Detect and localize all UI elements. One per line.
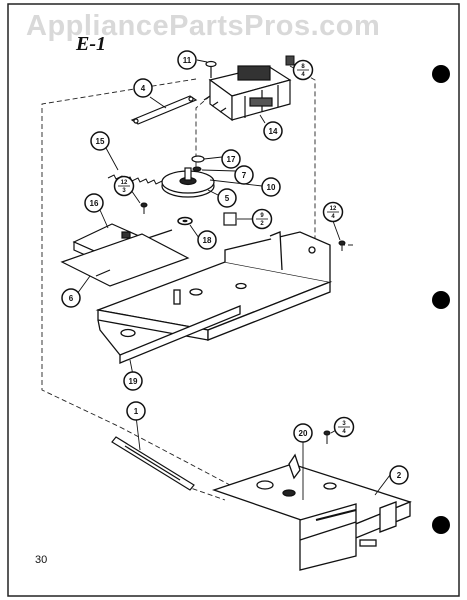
section-label: E-1: [76, 33, 106, 55]
relay-part: [203, 65, 292, 122]
svg-text:1: 1: [134, 407, 139, 416]
callout-11: 11: [177, 50, 197, 70]
callout-17: 17: [221, 149, 241, 169]
svg-text:5: 5: [225, 194, 230, 203]
callout-1: 1: [126, 401, 146, 421]
cam-wheel-5: [161, 167, 215, 198]
lower-bracket-2: [211, 453, 412, 571]
svg-text:8: 8: [301, 64, 305, 70]
shaft-1: [111, 436, 195, 491]
svg-text:16: 16: [90, 199, 99, 208]
svg-text:3: 3: [342, 421, 346, 427]
page-number: 30: [35, 554, 48, 566]
callout-20: 20: [293, 423, 313, 443]
screw-11: [205, 60, 217, 78]
callout-5: 5: [217, 188, 237, 208]
callout-16: 16: [84, 193, 104, 213]
callout-15: 15: [90, 131, 110, 151]
svg-text:4: 4: [342, 429, 346, 435]
binder-hole-middle: [432, 291, 450, 309]
callout-3-4: 3 4: [333, 416, 355, 438]
svg-text:19: 19: [129, 377, 138, 386]
page-frame: [7, 3, 460, 597]
bracket-6: [60, 233, 190, 287]
svg-text:4: 4: [301, 72, 305, 78]
watermark: AppliancePartsPros.com: [26, 10, 381, 42]
svg-text:12: 12: [330, 206, 337, 212]
svg-text:6: 6: [69, 294, 74, 303]
screw-3-4: [323, 430, 331, 444]
clip-part: [285, 55, 295, 66]
svg-text:15: 15: [96, 137, 105, 146]
callout-10: 10: [261, 177, 281, 197]
callout-14: 14: [263, 121, 283, 141]
svg-text:4: 4: [141, 84, 146, 93]
svg-text:2: 2: [397, 471, 402, 480]
callout-9-2: 9 2: [251, 208, 273, 230]
callout-18: 18: [197, 230, 217, 250]
callout-12-3: 12 3: [113, 175, 135, 197]
svg-text:2: 2: [260, 221, 264, 227]
washer-17: [191, 155, 205, 163]
bar-part-4: [130, 95, 198, 125]
binder-hole-bottom: [432, 516, 450, 534]
callout-12-4: 12 4: [322, 201, 344, 223]
svg-text:14: 14: [269, 127, 278, 136]
screw-12-4: [338, 240, 346, 251]
screw-12-3: [140, 202, 148, 214]
svg-text:17: 17: [227, 155, 236, 164]
svg-text:7: 7: [242, 171, 247, 180]
svg-text:20: 20: [299, 429, 308, 438]
svg-text:4: 4: [331, 214, 335, 220]
clip-9-2: [223, 212, 237, 226]
callout-2: 2: [389, 465, 409, 485]
callout-6: 6: [61, 288, 81, 308]
svg-text:3: 3: [122, 188, 126, 194]
svg-text:18: 18: [203, 236, 212, 245]
svg-text:9: 9: [260, 213, 264, 219]
svg-text:12: 12: [121, 180, 128, 186]
callout-19: 19: [123, 371, 143, 391]
callout-8-4: 8 4: [292, 59, 314, 81]
base-plate-19: [95, 231, 333, 364]
callout-4: 4: [133, 78, 153, 98]
svg-text:10: 10: [267, 183, 276, 192]
svg-text:11: 11: [183, 56, 192, 65]
callout-7: 7: [234, 165, 254, 185]
binder-hole-top: [432, 65, 450, 83]
clip-7: [192, 166, 202, 172]
